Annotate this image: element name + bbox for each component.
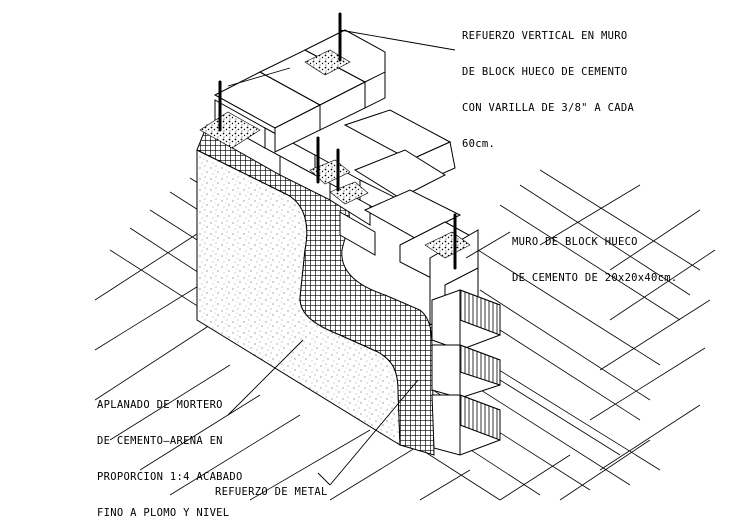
label-vertical-reinforcement: REFUERZO VERTICAL EN MURO DE BLOCK HUECO… [462, 6, 634, 162]
leader-lines [227, 29, 511, 486]
label-vertical-reinforcement-line1: REFUERZO VERTICAL EN MURO [462, 30, 628, 42]
drawing-canvas: REFUERZO VERTICAL EN MURO DE BLOCK HUECO… [94, 6, 716, 519]
label-vertical-reinforcement-line2: DE BLOCK HUECO DE CEMENTO [462, 66, 628, 78]
label-plaster-line3: PROPORCION 1:4 ACABADO [97, 471, 243, 483]
block-wall-top-course [213, 29, 386, 153]
metal-mesh-layer [196, 124, 435, 456]
label-block-wall-line1: MURO DE BLOCK HUECO [512, 236, 638, 248]
label-block-wall-line2: DE CEMENTO DE 20x20x40cm. [512, 272, 678, 284]
block-column-right [431, 289, 501, 456]
label-plaster-line2: DE CEMENTO—ARENA EN [97, 435, 223, 447]
label-vertical-reinforcement-line4: 60cm. [462, 138, 496, 150]
label-metal-mesh: REFUERZO DE METAL [215, 462, 328, 510]
label-plaster-line1: APLANADO DE MORTERO [97, 399, 223, 411]
label-block-wall: MURO DE BLOCK HUECO DE CEMENTO DE 20x20x… [512, 212, 678, 296]
vertical-rebars [218, 12, 457, 270]
label-vertical-reinforcement-line3: CON VARILLA DE 3/8" A CADA [462, 102, 635, 114]
block-wall-isometric-drawing [94, 12, 716, 501]
label-metal-mesh-line1: REFUERZO DE METAL [215, 486, 328, 498]
